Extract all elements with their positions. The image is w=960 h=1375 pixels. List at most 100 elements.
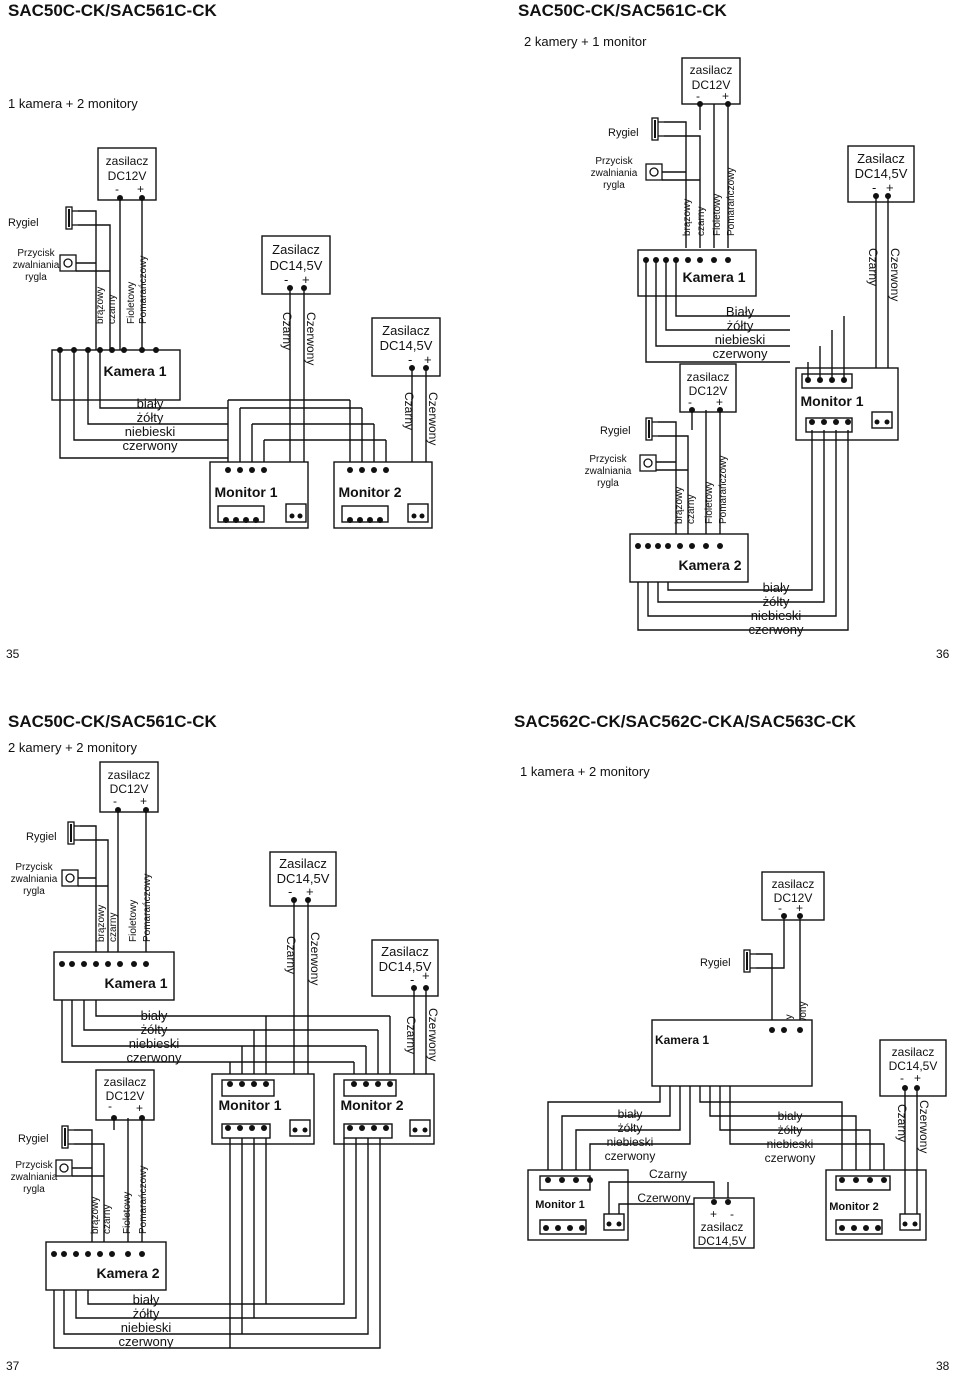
subtitle-bottom-left: 2 kamery + 2 monitory [8, 740, 137, 755]
release-button-icon [645, 163, 663, 181]
svg-text:+: + [710, 1207, 717, 1221]
svg-text:czerwony: czerwony [765, 1151, 816, 1165]
svg-text:brązowy: brązowy [96, 905, 107, 942]
svg-text:zasilacz: zasilacz [772, 877, 815, 891]
svg-text:czarny: czarny [686, 495, 697, 524]
lock-icon [645, 417, 659, 441]
svg-text:Przycisk: Przycisk [15, 862, 53, 873]
svg-text:brązowy: brązowy [95, 287, 106, 324]
heading-top-left: SAC50C-CK/SAC561C-CK [8, 1, 217, 20]
heading-bottom-right: SAC562C-CK/SAC562C-CKA/SAC563C-CK [514, 712, 857, 731]
svg-text:-: - [115, 182, 119, 196]
svg-text:Zasilacz: Zasilacz [857, 151, 905, 166]
svg-text:żółty: żółty [778, 1123, 803, 1137]
svg-text:Czarny: Czarny [404, 1016, 418, 1054]
psu-dc14-5v-b [371, 317, 441, 377]
svg-text:Rygiel: Rygiel [600, 425, 631, 437]
svg-text:rygla: rygla [23, 886, 45, 897]
lock-icon [651, 117, 665, 141]
svg-text:Rygiel: Rygiel [26, 831, 57, 843]
svg-text:niebieski: niebieski [607, 1135, 654, 1149]
svg-text:+: + [796, 901, 803, 915]
heading-top-right: SAC50C-CK/SAC561C-CK [518, 1, 727, 20]
svg-text:Zasilacz: Zasilacz [381, 944, 429, 959]
page-number-36: 36 [936, 647, 950, 661]
svg-text:-: - [696, 89, 700, 103]
svg-text:Pomarańczowy: Pomarańczowy [138, 1166, 149, 1234]
svg-text:+: + [914, 1071, 921, 1085]
svg-text:żółty: żółty [137, 410, 164, 425]
svg-text:Fioletowy: Fioletowy [704, 482, 715, 524]
svg-text:czerwony: czerwony [127, 1050, 182, 1065]
svg-text:biały: biały [618, 1107, 643, 1121]
svg-text:Monitor 1: Monitor 1 [801, 393, 864, 409]
svg-text:DC14,5V: DC14,5V [277, 871, 330, 886]
svg-text:zasilacz: zasilacz [108, 768, 151, 782]
svg-text:DC14,5V: DC14,5V [889, 1059, 938, 1073]
svg-text:Monitor 2: Monitor 2 [829, 1201, 879, 1213]
lock-icon [743, 949, 757, 973]
svg-text:-: - [113, 794, 117, 808]
psu-dc12v [97, 147, 157, 201]
svg-text:+: + [137, 182, 144, 196]
heading-bottom-left: SAC50C-CK/SAC561C-CK [8, 712, 217, 731]
lock-icon [61, 1125, 75, 1149]
svg-text:Czarny: Czarny [895, 1104, 909, 1142]
svg-text:Czarny: Czarny [866, 248, 880, 286]
svg-text:DC12V: DC12V [108, 169, 147, 183]
svg-text:żółty: żółty [133, 1306, 160, 1321]
svg-text:DC14,5V: DC14,5V [379, 959, 432, 974]
svg-text:zasilacz: zasilacz [690, 63, 733, 77]
psu-dc14-5v-a [693, 1197, 755, 1249]
svg-text:Fioletowy: Fioletowy [126, 282, 137, 324]
svg-text:zwalniania: zwalniania [11, 1172, 58, 1183]
svg-text:Przycisk: Przycisk [15, 1160, 53, 1171]
svg-text:niebieski: niebieski [767, 1137, 814, 1151]
svg-text:Zasilacz: Zasilacz [382, 323, 430, 338]
lock-icon [67, 821, 81, 845]
psu-dc12v [761, 871, 825, 921]
svg-text:Zasilacz: Zasilacz [272, 242, 320, 257]
svg-text:Pomarańczowy: Pomarańczowy [142, 874, 153, 942]
svg-text:zwalniania: zwalniania [13, 260, 60, 271]
svg-text:Przycisk: Przycisk [595, 156, 633, 167]
svg-text:zasilacz: zasilacz [104, 1075, 147, 1089]
svg-text:DC14,5V: DC14,5V [855, 166, 908, 181]
svg-text:brązowy: brązowy [682, 199, 693, 236]
svg-text:czarny: czarny [108, 913, 119, 942]
svg-text:-: - [730, 1207, 734, 1221]
svg-text:-: - [900, 1071, 904, 1085]
camera-2 [629, 533, 749, 583]
svg-text:czerwony: czerwony [123, 438, 178, 453]
svg-text:+: + [716, 395, 723, 409]
svg-text:Fioletowy: Fioletowy [122, 1192, 133, 1234]
svg-text:zwalniania: zwalniania [591, 168, 638, 179]
svg-text:rygla: rygla [597, 478, 619, 489]
svg-text:zasilacz: zasilacz [892, 1045, 935, 1059]
release-button-icon [55, 1159, 73, 1177]
svg-text:DC12V: DC12V [689, 384, 728, 398]
svg-text:Przycisk: Przycisk [589, 454, 627, 465]
release-button-icon [639, 454, 657, 472]
psu-dc14-5v [847, 145, 915, 203]
svg-text:biały: biały [141, 1008, 168, 1023]
svg-text:+: + [424, 352, 432, 367]
psu-dc12v-2 [95, 1069, 155, 1121]
psu-dc12v [681, 57, 741, 105]
svg-text:DC14,5V: DC14,5V [698, 1234, 747, 1248]
psu-dc14-5v-a [269, 851, 337, 907]
svg-text:Fioletowy: Fioletowy [128, 900, 139, 942]
camera-2 [45, 1241, 167, 1291]
lock-icon [65, 206, 79, 230]
svg-text:niebieski: niebieski [129, 1036, 180, 1051]
diagram-3-2-cameras-2-monitors: zasilacz DC12V - + Rygiel Przycisk zwaln… [11, 761, 440, 1349]
svg-text:Czerwony: Czerwony [426, 392, 440, 445]
page-number-38: 38 [936, 1359, 950, 1373]
svg-text:-: - [872, 180, 876, 195]
svg-text:Kamera 1: Kamera 1 [104, 975, 167, 991]
svg-text:rygla: rygla [23, 1184, 45, 1195]
svg-text:rygla: rygla [25, 272, 47, 283]
svg-text:Pomarańczowy: Pomarańczowy [718, 456, 729, 524]
svg-text:niebieski: niebieski [751, 608, 802, 623]
